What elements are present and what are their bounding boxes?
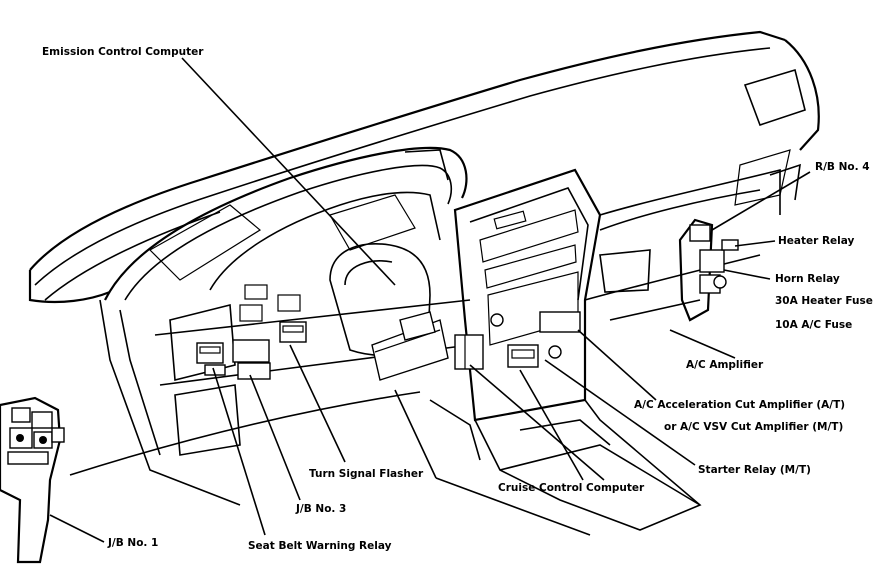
label-ac-acceleration-cut-amplifier: A/C Acceleration Cut Amplifier (A/T) [634,399,845,411]
label-jb-no3: J/B No. 3 [295,503,346,515]
cruise-control-computer-drawing [454,334,484,370]
label-seat-belt-warning-relay: Seat Belt Warning Relay [248,540,392,552]
label-rb-no4: R/B No. 4 [815,161,870,173]
label-horn-relay: Horn Relay [775,273,840,285]
label-ac-amplifier: A/C Amplifier [686,359,764,371]
label-starter-relay: Starter Relay (M/T) [698,464,811,476]
dashboard-drawing [28,30,820,531]
label-ac-vsv-cut-amplifier: or A/C VSV Cut Amplifier (M/T) [664,421,843,433]
ac-cut-amplifier-drawing [539,311,581,333]
label-jb-no1: J/B No. 1 [107,537,158,549]
labels: Emission Control Computer R/B No. 4 Heat… [42,46,873,552]
label-turn-signal-flasher: Turn Signal Flasher [309,468,424,480]
jb-no3-drawing [232,339,270,363]
leader-lines [49,57,811,543]
label-cruise-control-computer: Cruise Control Computer [498,482,645,494]
label-ac-fuse: 10A A/C Fuse [775,319,852,331]
jb-no1-drawing [0,396,65,564]
label-heater-fuse: 30A Heater Fuse [775,295,873,307]
label-emission-control-computer: Emission Control Computer [42,46,204,58]
label-heater-relay: Heater Relay [778,235,855,247]
rb-no4-drawing [678,218,739,322]
components [0,218,739,564]
